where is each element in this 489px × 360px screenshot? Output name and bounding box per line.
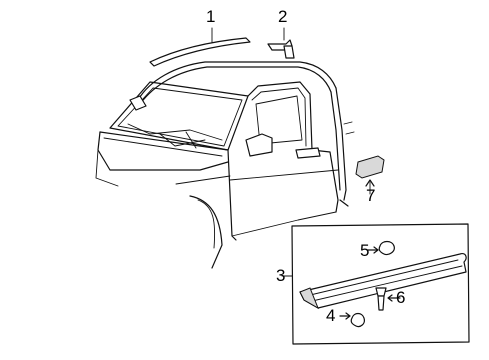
callout-3: 3 bbox=[276, 266, 286, 285]
callout-4: 4 bbox=[326, 306, 336, 325]
part-1-roof-molding bbox=[149, 27, 251, 67]
callout-1: 1 bbox=[206, 7, 216, 26]
callout-2: 2 bbox=[278, 7, 288, 26]
truck-cab bbox=[95, 61, 355, 269]
callout-5: 5 bbox=[360, 241, 370, 260]
part-2-bracket bbox=[267, 27, 295, 59]
inset-box bbox=[281, 223, 470, 345]
callout-7: 7 bbox=[366, 186, 376, 205]
callout-6: 6 bbox=[396, 288, 406, 307]
part-7-emblem bbox=[355, 155, 385, 195]
